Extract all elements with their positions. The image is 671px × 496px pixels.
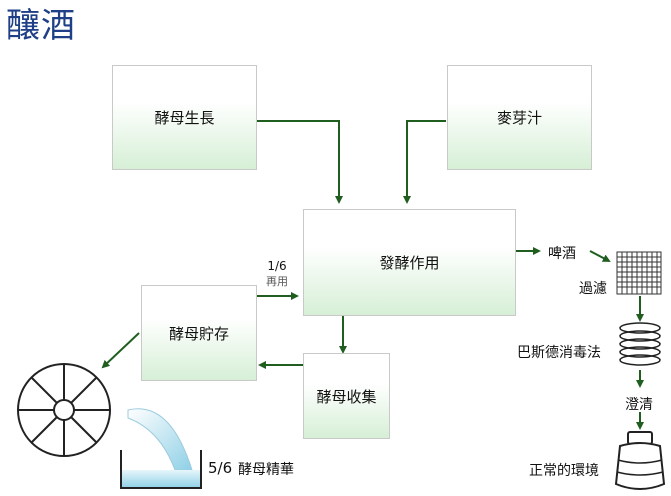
node-fermentation: 發酵作用 [303, 209, 516, 316]
yeast-extract-label: 酵母精華 [238, 462, 294, 478]
page-title: 釀酒 [6, 6, 76, 46]
pasteurization-coil-icon [619, 322, 661, 366]
reuse-text-label: 再用 [266, 275, 288, 288]
arrow-storage-to-wheel [101, 332, 140, 369]
clarification-label: 澄清 [625, 397, 653, 413]
filter-grid-icon [616, 251, 662, 295]
extract-fraction-label: 5/6 [208, 459, 233, 477]
yeast-extract-basin-icon [120, 408, 202, 489]
keg-icon [614, 431, 666, 490]
reuse-fraction-label: 1/6 [267, 259, 287, 273]
pasteurization-label: 巴斯德消毒法 [517, 345, 601, 361]
arrow-beer-to-filter [589, 250, 611, 262]
filtration-label: 過濾 [579, 281, 607, 297]
node-yeast-storage: 酵母貯存 [141, 285, 257, 381]
beer-label: 啤酒 [548, 246, 576, 262]
node-yeast-collection: 酵母收集 [303, 353, 390, 439]
centrifuge-icon [17, 363, 111, 457]
arrow-yeast-growth-to-fermentation [257, 120, 343, 204]
arrow-wort-to-fermentation [403, 120, 446, 204]
node-wort: 麥芽汁 [447, 65, 592, 170]
proper-environment-label: 正常的環境 [529, 463, 599, 479]
node-yeast-growth: 酵母生長 [112, 65, 257, 170]
